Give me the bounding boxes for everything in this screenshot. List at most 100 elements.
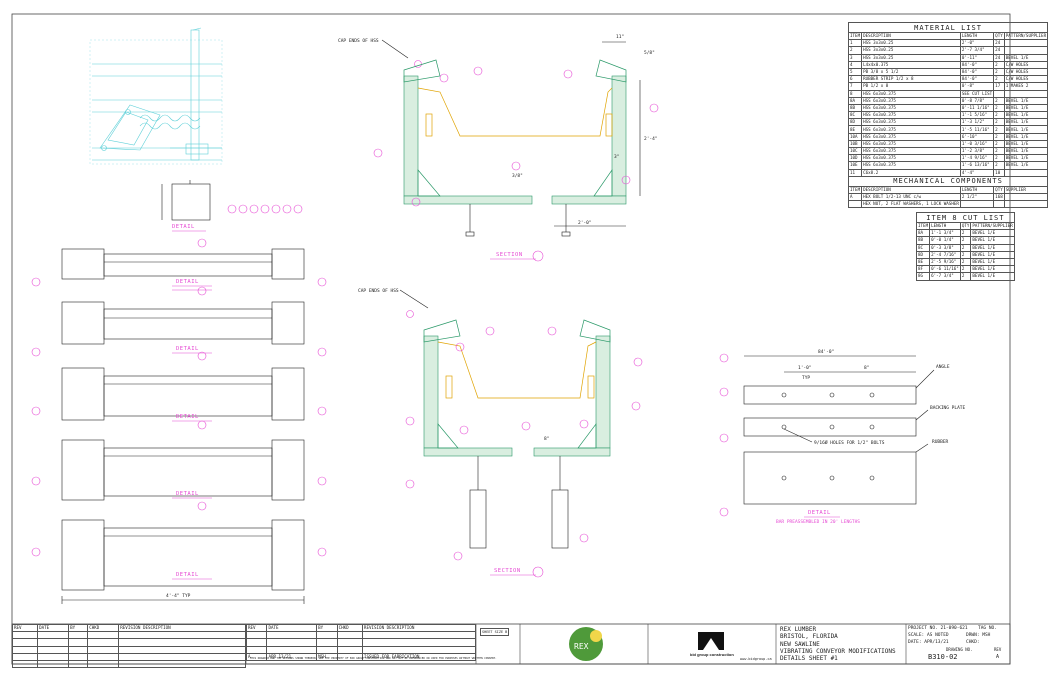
- mechanical-components-cell: [1003, 200, 1048, 209]
- mechanical-components-cell: [1003, 192, 1048, 202]
- material-list-cell: 0'-8": [959, 82, 995, 91]
- material-list-cell: [1003, 46, 1048, 55]
- material-list-cell: 10C: [847, 146, 863, 156]
- cut-list-header: PATTERN/SUPPLIER: [970, 221, 1015, 231]
- material-list-cell: 10E: [847, 161, 863, 170]
- detail-beam-5: DETAIL 4'-4" TYP: [31, 501, 327, 604]
- mechanical-components-row: HEX NUT, 2 FLAT WASHERS, 1 LOCK WASHER: [847, 200, 1048, 209]
- detail-label: DETAIL: [172, 224, 195, 230]
- conveyor-isometric-detail: [89, 27, 223, 165]
- material-list-cell: [1003, 39, 1048, 48]
- material-list-cell: C/W HOLES: [1003, 60, 1048, 69]
- dim-8: 8": [544, 436, 549, 442]
- material-list-cell: 2: [993, 146, 1005, 156]
- cut-list-cell: 2'-4 7/16": [929, 250, 961, 259]
- revision-cell: [336, 652, 363, 661]
- checked-by: CHKD:: [966, 640, 980, 645]
- revision-header: REV: [245, 623, 268, 633]
- material-list-cell: HSS 6x3x0.375: [861, 132, 961, 141]
- material-list-cell: BEVEL 1/E: [1003, 132, 1048, 141]
- revision-cell: A: [245, 652, 268, 661]
- mechanical-components-title: MECHANICAL COMPONENTS: [847, 175, 1048, 187]
- rex-logo: REX: [569, 627, 603, 661]
- material-list-cell: SEE CUT LIST: [959, 89, 995, 98]
- section-label: SECTION: [496, 252, 523, 258]
- revision-header: REVISION DESCRIPTION: [118, 623, 246, 633]
- material-list-header: ITEM: [847, 31, 863, 41]
- section-label: SECTION: [494, 568, 521, 574]
- bid-group-logo: [698, 632, 724, 650]
- revision-header: BY: [68, 623, 89, 633]
- cut-list-cell: 2: [959, 265, 972, 274]
- detail-beam-2: DETAIL: [31, 286, 327, 357]
- detail-beam-1: DETAIL: [31, 238, 327, 291]
- mechanical-components-cell: [959, 200, 995, 209]
- material-list-cell: 2: [993, 154, 1005, 163]
- cut-list-cell: 0'-3 3/8": [929, 243, 961, 252]
- callout-holes: 9/16Ø HOLES FOR 1/2" BOLTS: [814, 439, 885, 446]
- material-list-cell: 2'-7 3/4": [959, 46, 995, 55]
- material-list-cell: BEVEL 1/E: [1003, 118, 1048, 127]
- material-list-cell: BEVEL 1/E: [1003, 103, 1048, 113]
- material-list-cell: BEVEL 1/E: [1003, 154, 1048, 163]
- material-list-cell: 2: [993, 67, 1005, 77]
- bid-group-name: bid group construction: [690, 652, 734, 657]
- cut-list-cell: BEVEL 1/E: [970, 243, 1015, 252]
- cut-list-cell: BEVEL 1/E: [970, 257, 1015, 267]
- cut-list-cell: 6'-7 3/4": [929, 272, 961, 281]
- material-list-cell: HSS 6x3x0.375: [861, 96, 961, 105]
- material-list-cell: 2: [993, 96, 1005, 105]
- dim-3: 3": [614, 154, 619, 160]
- material-list-cell: 2: [993, 125, 1005, 134]
- mechanical-components-cell: 168: [993, 192, 1005, 202]
- cut-list-cell: BEVEL 1/E: [970, 250, 1015, 259]
- material-list-cell: [993, 89, 1005, 98]
- mechanical-components-cell: [847, 200, 863, 209]
- material-list-cell: 10: [993, 168, 1005, 177]
- material-list-cell: HSS 6x3x0.375: [861, 89, 961, 98]
- material-list-cell: [1003, 89, 1048, 98]
- material-list-cell: 1'-4 9/16": [959, 154, 995, 163]
- cut-list-cell: 8A: [915, 229, 931, 238]
- material-list-cell: 84'-0": [959, 60, 995, 69]
- material-list-cell: C/W HOLES: [1003, 67, 1048, 77]
- date: DATE: APR/13/21: [908, 640, 949, 645]
- drawing-no-label: DRAWING NO.: [946, 647, 973, 652]
- material-list-cell: 4: [847, 60, 863, 69]
- revision-header: CHKD: [87, 623, 120, 633]
- bid-group-website: www.bidgroup.ca: [740, 657, 772, 661]
- material-list-cell: 1'-3 1/2": [959, 118, 995, 127]
- material-list-cell: RUBBER STRIP 1/2 x 8: [861, 75, 961, 84]
- mechanical-components-cell: [993, 200, 1005, 209]
- cut-list-cell: 1'-1 3/4": [929, 229, 961, 238]
- revision-header: BY: [316, 623, 338, 633]
- dim-8-b: 8": [864, 365, 869, 371]
- material-list-cell: PB 1/2 x 8: [861, 82, 961, 91]
- scale: SCALE: AS NOTED: [908, 633, 949, 638]
- mechanical-components-cell: A: [847, 192, 863, 202]
- detail-beam-4: DETAIL: [31, 420, 327, 501]
- material-list-cell: 8: [847, 89, 863, 98]
- material-list-cell: PB 3/8 x 5 1/2: [861, 67, 961, 77]
- cut-list-cell: 8B: [915, 236, 931, 245]
- project-line-2: VIBRATING CONVEYOR MODIFICATIONS: [780, 648, 896, 655]
- material-list-cell: HSS 6x3x0.375: [861, 118, 961, 127]
- material-list-cell: 17: [993, 82, 1005, 91]
- cut-list-header: QTY: [959, 221, 972, 231]
- mechanical-components-header: QTY: [993, 185, 1005, 194]
- material-list-cell: 1'-1 5/16": [959, 111, 995, 120]
- material-list-cell: 84'-0": [959, 67, 995, 77]
- material-list-header: LENGTH: [959, 31, 995, 41]
- detail-label: DETAIL: [176, 572, 199, 578]
- cut-list-header: ITEM: [915, 221, 931, 231]
